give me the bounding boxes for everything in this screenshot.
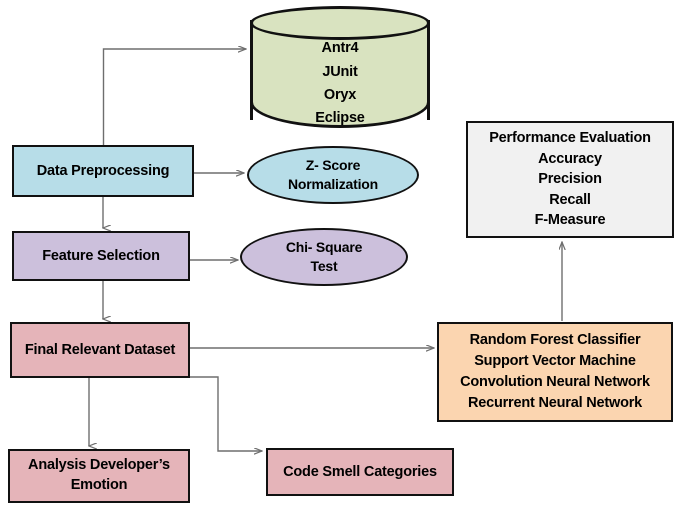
node-data-preprocessing[interactable]: Data Preprocessing [12,145,194,197]
metric-accuracy: Accuracy [538,150,602,167]
classifier-recurrent-neural-network: Recurrent Neural Network [467,395,643,412]
dataset-name-eclipse: Eclipse [315,110,365,127]
node-chi-square-line-1: Chi- Square [285,239,363,256]
cylinder-side-left [250,20,253,120]
metric-precision: Precision [538,171,602,188]
metric-f-measure: F-Measure [534,212,606,229]
node-code-smell-categories-label: Code Smell Categories [283,464,437,480]
cylinder-side-right [427,20,430,120]
cylinder-top-ellipse [250,6,430,40]
dataset-name-junit: JUnit [322,63,358,80]
node-code-smell-categories[interactable]: Code Smell Categories [266,448,454,496]
performance-evaluation-title: Performance Evaluation [489,130,651,147]
node-z-score-line-2: Normalization [288,176,378,192]
dataset-name-antr4: Antr4 [321,40,359,57]
classifier-convolution-neural-network: Convolution Neural Network [460,374,650,390]
node-analysis-developers-emotion[interactable]: Analysis Developer’s Emotion [8,449,190,503]
classifier-support-vector-machine: Support Vector Machine [474,352,636,369]
node-datasets-cylinder[interactable]: Antr4 JUnit Oryx Eclipse [250,4,430,136]
node-feature-selection-label: Feature Selection [42,248,160,264]
node-performance-evaluation[interactable]: Performance Evaluation Accuracy Precisio… [466,121,674,238]
edge-final-dataset-to-code-smell [190,376,262,451]
node-final-relevant-dataset[interactable]: Final Relevant Dataset [10,322,190,378]
metric-recall: Recall [549,191,591,208]
classifier-random-forest: Random Forest Classifier [469,331,641,348]
node-feature-selection[interactable]: Feature Selection [12,231,190,281]
node-analysis-emotion-line-2: Emotion [70,477,128,493]
node-chi-square-line-2: Test [310,258,338,274]
node-z-score-normalization[interactable]: Z- Score Normalization [247,146,419,204]
node-chi-square-test[interactable]: Chi- Square Test [240,228,408,286]
edge-preprocessing-to-datasets [102,49,247,146]
node-z-score-line-1: Z- Score [305,157,361,174]
dataset-name-oryx: Oryx [323,87,357,103]
node-analysis-emotion-line-1: Analysis Developer’s [28,457,170,474]
node-data-preprocessing-label: Data Preprocessing [36,163,170,179]
node-datasets-label: Antr4 JUnit Oryx Eclipse [315,37,365,131]
node-final-relevant-dataset-label: Final Relevant Dataset [24,342,176,358]
node-classifiers[interactable]: Random Forest Classifier Support Vector … [437,322,673,422]
